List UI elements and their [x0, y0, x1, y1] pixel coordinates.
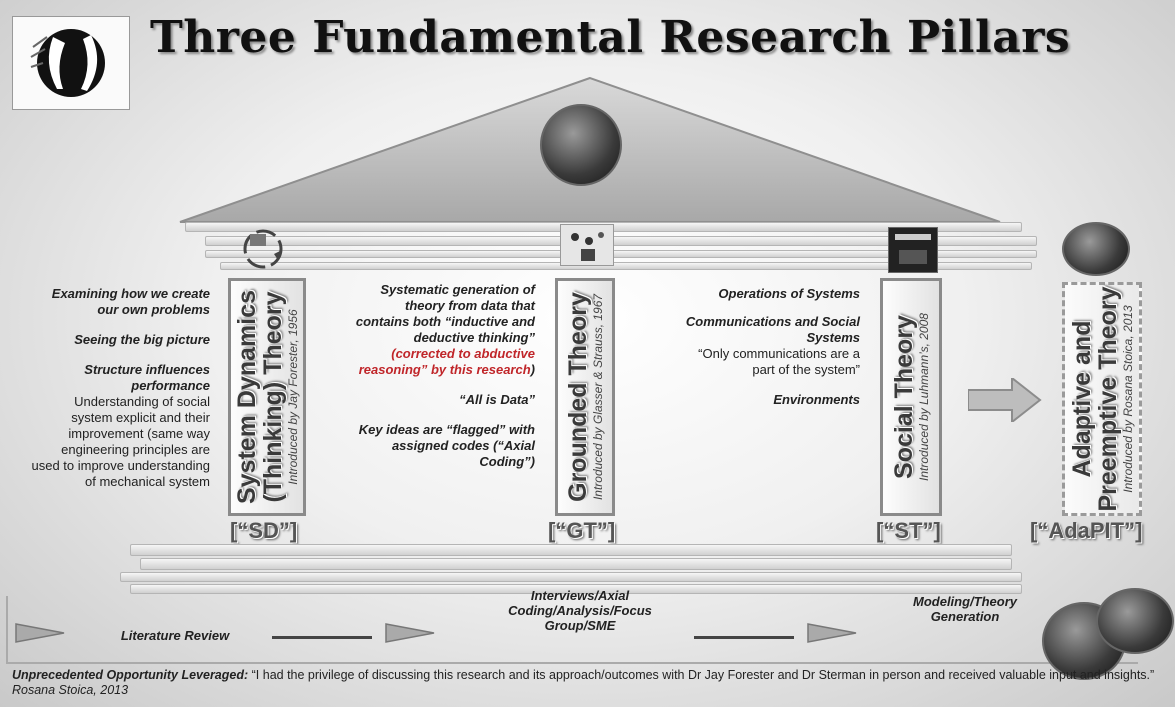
- stylobate-step: [130, 544, 1012, 556]
- system-dynamics-icon: [243, 229, 283, 269]
- st-description: Operations of Systems Communications and…: [680, 286, 860, 408]
- st-point: Environments: [773, 392, 860, 407]
- pillar-name: Grounded Theory: [564, 292, 592, 502]
- footer-quote: Unprecedented Opportunity Leveraged: “I …: [12, 668, 1162, 698]
- play-arrow-icon: [15, 623, 65, 643]
- pillar-name: Adaptive and: [1068, 320, 1096, 478]
- sd-point-body: Understanding of social system explicit …: [31, 394, 210, 489]
- pillar-abbr: [“AdaPIT”]: [1030, 518, 1143, 543]
- pillar-name: System Dynamics: [233, 289, 261, 505]
- gt-point: “All is Data”: [459, 392, 535, 407]
- process-step: Modeling/Theory Generation: [913, 594, 1017, 624]
- page-title: Three Fundamental Research Pillars: [150, 12, 1071, 63]
- sd-point: Examining how we create our own problems: [51, 286, 210, 317]
- entablature-beam: [205, 250, 1037, 258]
- sd-description: Examining how we create our own problems…: [30, 286, 210, 490]
- meeting-photo-icon: [1096, 588, 1174, 654]
- process-step: Interviews/Axial Coding/Analysis/Focus G…: [508, 588, 652, 633]
- pillar-name: Preemptive Theory: [1094, 286, 1122, 512]
- pillar-name: Social Theory: [890, 315, 918, 479]
- process-frame: [6, 596, 1138, 664]
- flow-line: [694, 636, 794, 639]
- stylobate-step: [140, 558, 1012, 570]
- st-point: Operations of Systems: [718, 286, 860, 301]
- sd-point: Structure influences performance: [84, 362, 210, 393]
- gt-point-end: ): [530, 362, 535, 377]
- play-arrow-icon: [385, 623, 435, 643]
- footer-lead: Unprecedented Opportunity Leveraged:: [12, 668, 249, 682]
- gt-point: Key ideas are “flagged” with assigned co…: [358, 422, 535, 469]
- pillar-credit: Introduced by Rosana Stoica, 2013: [1121, 305, 1135, 493]
- gt-point: Systematic generation of theory from dat…: [355, 282, 535, 345]
- st-point: Communications and Social Systems: [685, 314, 860, 345]
- entablature-beam: [205, 236, 1037, 246]
- grounded-theory-image-icon: [560, 224, 614, 266]
- pillar-social-theory: Social Theory Introduced by Luhmann’s, 2…: [880, 278, 942, 516]
- arrow-right-icon: [968, 378, 1042, 422]
- portrait-photo-icon: [540, 104, 622, 186]
- footer-quote-text: “I had the privilege of discussing this …: [251, 668, 1155, 682]
- stylobate-step: [130, 584, 1022, 594]
- play-arrow-icon: [807, 623, 857, 643]
- pillar-credit: Introduced by Glasser & Strauss, 1967: [591, 293, 605, 501]
- pillar-credit: Introduced by Jay Forester, 1956: [286, 309, 300, 485]
- adapit-emblem-icon: [1062, 222, 1130, 276]
- stylobate-step: [120, 572, 1022, 582]
- book-cover-icon: [888, 227, 938, 273]
- pillar-grounded-theory: Grounded Theory Introduced by Glasser & …: [555, 278, 615, 516]
- pillar-abbr: [“SD”]: [230, 518, 298, 543]
- flow-line: [272, 636, 372, 639]
- pillar-credit: Introduced by Luhmann’s, 2008: [917, 313, 931, 481]
- gt-description: Systematic generation of theory from dat…: [355, 282, 535, 470]
- pillar-abbr: [“ST”]: [876, 518, 941, 543]
- pillar-abbr: [“GT”]: [548, 518, 616, 543]
- pillar-system-dynamics: System Dynamics (Thinking) Theory Introd…: [228, 278, 306, 516]
- logo: [12, 16, 130, 110]
- entablature-beam: [220, 262, 1032, 270]
- sd-point: Seeing the big picture: [74, 332, 210, 347]
- pillar-adaptive-preemptive: Adaptive and Preemptive Theory Introduce…: [1062, 282, 1142, 516]
- pillar-name: (Thinking) Theory: [259, 291, 287, 503]
- process-step: Literature Review: [120, 628, 230, 643]
- footer-author: Rosana Stoica, 2013: [12, 683, 129, 697]
- st-point-body: “Only communications are a part of the s…: [698, 346, 860, 377]
- gt-correction: (corrected to abductive reasoning” by th…: [358, 346, 535, 377]
